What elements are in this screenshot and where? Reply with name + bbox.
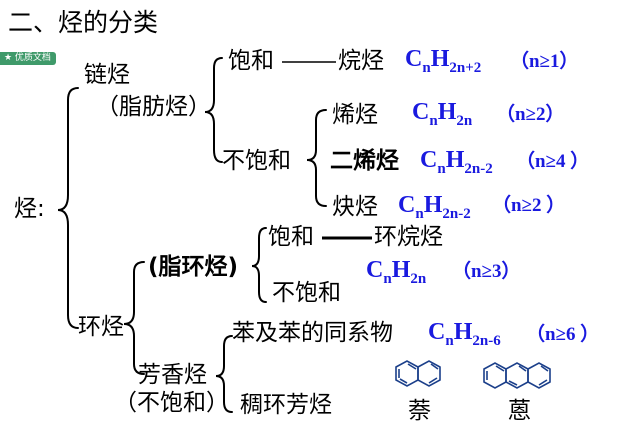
bracket-root: [57, 87, 79, 329]
diene-condition: （n≥4 ）: [516, 151, 590, 172]
unsat-chain-label: 不饱和: [222, 148, 291, 174]
bracket-unsat: [306, 109, 327, 207]
bracket-ring: [123, 261, 145, 375]
alkane-label: 烷烃: [338, 48, 384, 74]
bracket-alicyclic: [251, 227, 267, 303]
chain-label: 链烃: [84, 62, 130, 88]
alkane-condition: （n≥1）: [510, 51, 579, 72]
alkene-label: 烯烃: [332, 102, 378, 128]
anthracene-label: 蒽: [508, 398, 531, 424]
cycloalkane-formula: CnH2n: [366, 257, 427, 287]
alkene-formula: CnH2n: [412, 99, 473, 129]
bracket-aromatic: [215, 335, 233, 413]
alkene-condition: （n≥2）: [496, 104, 565, 125]
ring-label: 环烃: [78, 314, 124, 340]
sat-chain-label: 饱和: [228, 48, 274, 74]
diene-label: 二烯烃: [330, 148, 399, 174]
naphthalene-structure: [395, 360, 441, 387]
root-label: 烃:: [14, 196, 45, 222]
alkyne-formula: CnH2n-2: [398, 192, 471, 222]
alkyne-condition: （n≥2 ）: [492, 195, 566, 216]
naphthalene-label: 萘: [408, 398, 431, 424]
anthracene-structure: [483, 362, 551, 389]
alkane-formula: CnH2n+2: [405, 46, 482, 76]
alicyclic-label: (脂环烃): [148, 254, 239, 280]
benzene-condition: （n≥6 ）: [526, 324, 600, 345]
aromatic-label: 芳香烃: [138, 362, 207, 388]
aromatic-alias: （不饱和）: [114, 390, 229, 416]
benzene-formula: CnH2n-6: [428, 319, 501, 349]
quality-badge: ★ 优质文档: [0, 52, 56, 65]
alkyne-label: 炔烃: [332, 194, 378, 220]
cycloalkane-condition: （n≥3）: [452, 261, 521, 282]
alicyclic-sat-label: 饱和: [268, 224, 314, 250]
page-title: 二、烃的分类: [8, 8, 159, 37]
bracket-chain: [204, 57, 223, 163]
alicyclic-unsat-label: 不饱和: [272, 280, 341, 306]
benzene-series-label: 苯及苯的同系物: [232, 320, 393, 346]
diene-formula: CnH2n-2: [420, 147, 493, 177]
chain-alias: （脂肪烃）: [96, 94, 211, 120]
fused-ring-label: 稠环芳烃: [240, 392, 332, 418]
cycloalkane-label: 环烷烃: [374, 224, 443, 250]
